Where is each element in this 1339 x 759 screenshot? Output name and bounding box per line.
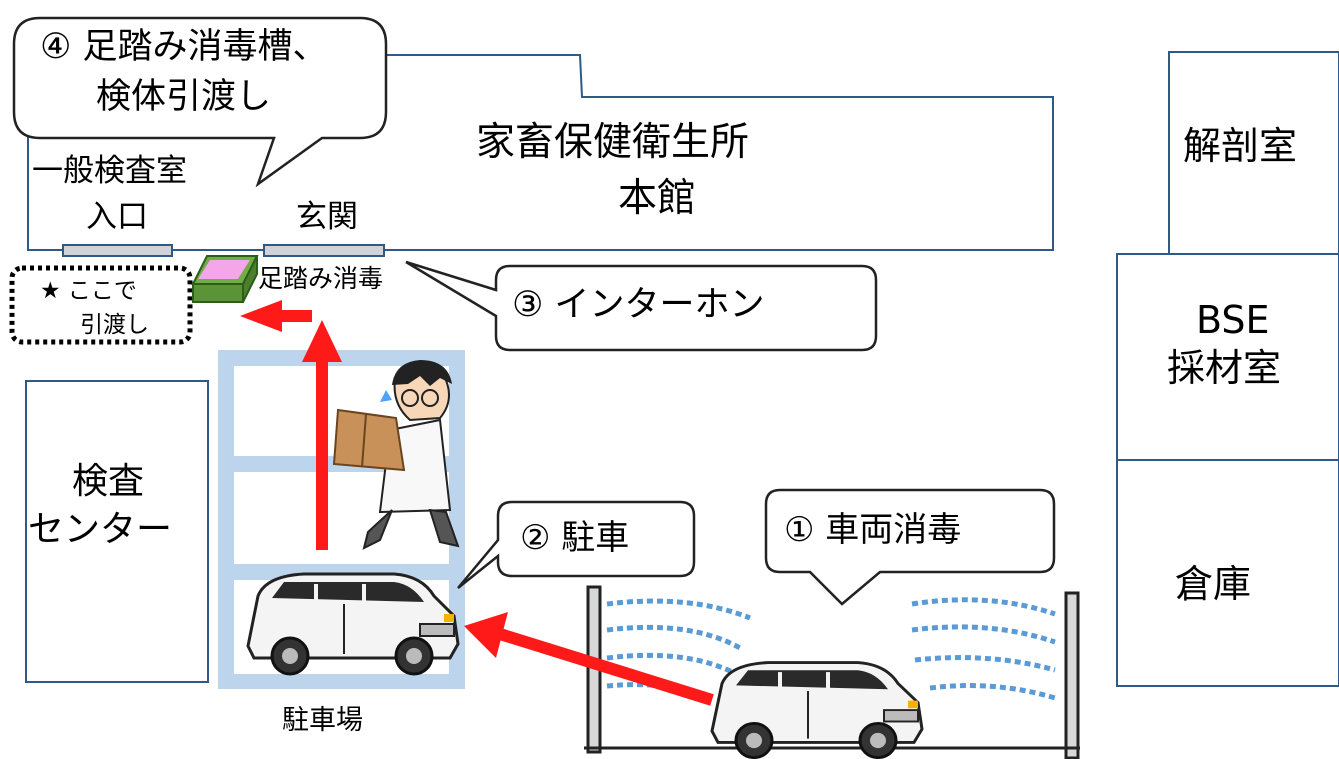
handover-label-2: 引渡し xyxy=(80,312,149,338)
foot-bath-label: 足踏み消毒 xyxy=(258,264,384,293)
disinfecting-van-icon xyxy=(710,661,924,759)
dissection-room-outline xyxy=(1168,51,1339,255)
general-lab-label: 一般検査室 xyxy=(32,153,187,189)
handover-area xyxy=(9,265,193,345)
researcher-carrying-box-icon xyxy=(332,360,460,550)
handover-label: ★ ここで xyxy=(40,278,137,304)
parked-van-icon xyxy=(246,572,460,676)
bse-room-label: 採材室 xyxy=(1167,346,1282,390)
bse-room-outline xyxy=(1116,253,1339,461)
general-lab-entrance-label: 入口 xyxy=(86,199,148,235)
inspection-center-label-2: センター xyxy=(28,509,173,550)
disinfection-gate-icon xyxy=(584,585,1080,759)
arrow-icon xyxy=(240,300,714,706)
callout-step1-text: ① 車両消毒 xyxy=(784,510,962,550)
parking-lot-label: 駐車場 xyxy=(282,705,363,736)
inspection-center-label: 検査 xyxy=(72,461,145,502)
callout-step4-text: ④ 足踏み消毒槽、 xyxy=(40,27,328,67)
entrance-label: 玄関 xyxy=(296,199,358,235)
callout-step4-text-2: 検体引渡し xyxy=(96,77,272,117)
foot-bath-tray-icon xyxy=(191,255,259,303)
warehouse-outline xyxy=(1116,459,1339,687)
warehouse-label: 倉庫 xyxy=(1175,562,1252,606)
callout-bubble-step1 xyxy=(764,488,1056,606)
inspection-center-outline xyxy=(25,380,209,683)
callout-bubble-step2 xyxy=(457,500,696,589)
dissection-room-label: 解剖室 xyxy=(1183,124,1298,168)
entrance-door xyxy=(263,244,385,257)
callout-step2-text: ② 駐車 xyxy=(520,518,630,558)
main-building-subname: 本館 xyxy=(618,176,697,221)
bse-label: BSE xyxy=(1196,298,1270,342)
callout-bubble-step4 xyxy=(12,16,388,188)
main-building-name: 家畜保健衛生所 xyxy=(476,120,750,165)
general-lab-door xyxy=(62,244,173,257)
callout-step3-text: ③ インターホン xyxy=(512,285,765,325)
callout-bubble-step3 xyxy=(405,260,878,352)
